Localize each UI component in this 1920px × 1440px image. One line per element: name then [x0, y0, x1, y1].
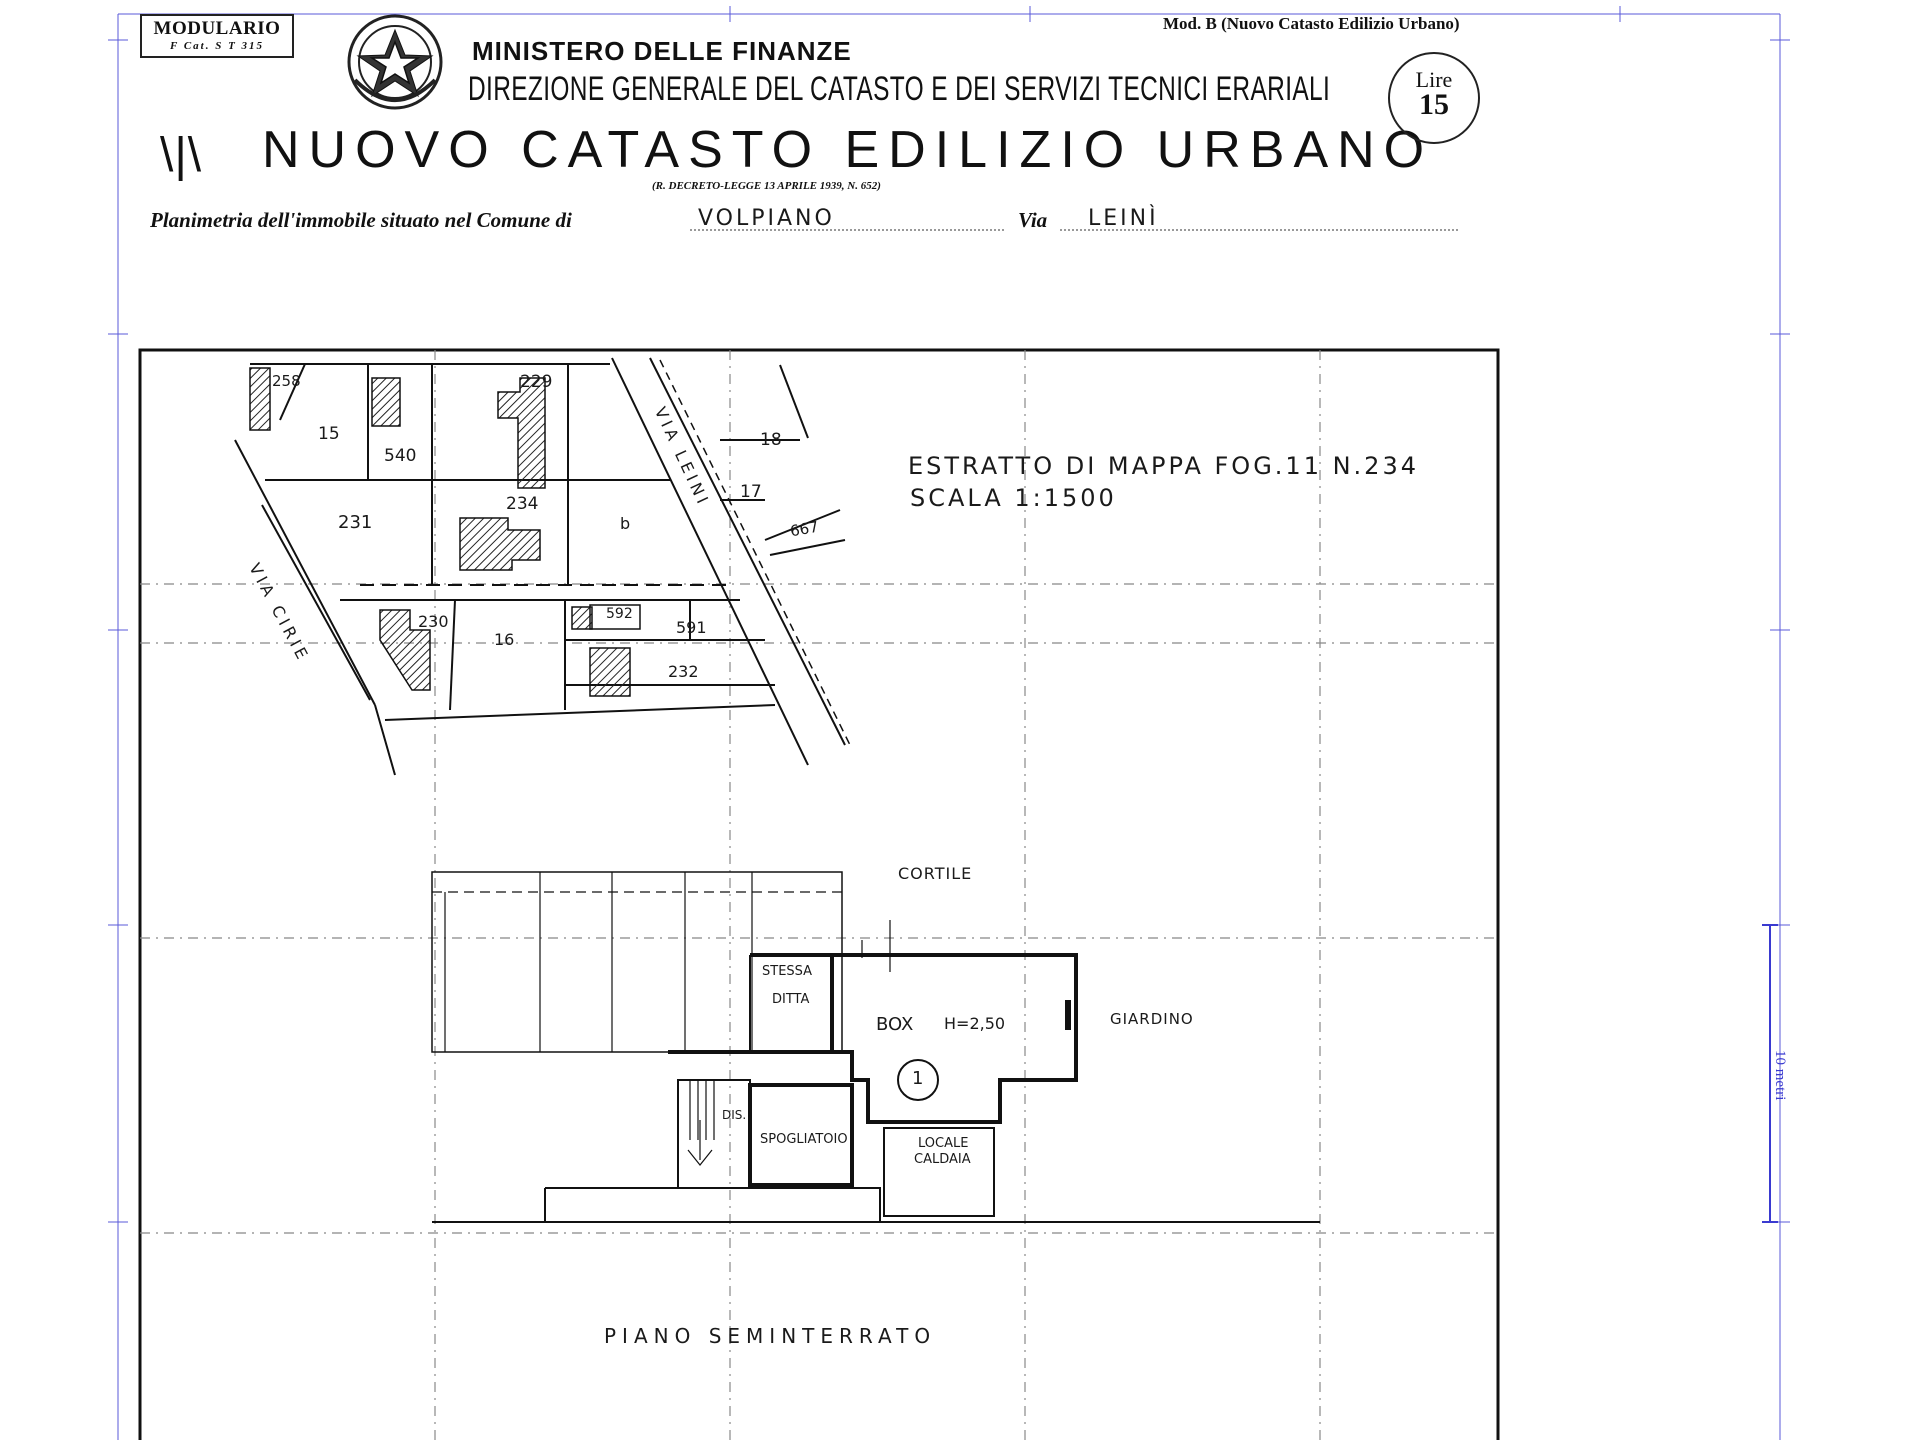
floor-name: PIANO SEMINTERRATO [604, 1324, 937, 1348]
parcel-label: 231 [338, 512, 373, 533]
modulario-title: MODULARIO [153, 18, 281, 39]
stessa-ditta-label: DITTA [772, 992, 810, 1007]
parcel-label: 234 [506, 494, 539, 514]
stessa-ditta-label: STESSA [762, 964, 813, 979]
drawing-frame [138, 348, 1500, 1440]
modulario-code: F Cat. S T 315 [169, 40, 265, 52]
map-extract-scale: SCALA 1:1500 [910, 484, 1117, 512]
document-title: NUOVO CATASTO EDILIZIO URBANO [262, 121, 1434, 179]
parcel-label: 258 [272, 372, 301, 390]
parcel-label: 540 [384, 446, 417, 466]
scale-bar-label: 10 metri [1772, 1050, 1788, 1101]
stamp-value: 15 [1419, 88, 1449, 121]
parcel-label: b [620, 514, 631, 533]
parcel-592-outline [589, 604, 641, 630]
guide-grid [140, 350, 1498, 1440]
parcel-label: 15 [318, 424, 340, 444]
ministry-name: MINISTERO DELLE FINANZE [472, 36, 852, 66]
tax-stamp: Lire 15 [1388, 52, 1480, 144]
parcel-label: 230 [418, 612, 449, 631]
parcel-label: 591 [676, 618, 707, 637]
title-prefix: \|\ [160, 129, 203, 182]
unit-number: 1 [912, 1068, 924, 1089]
box-height: H=2,50 [944, 1014, 1006, 1033]
disimpegno-label: DIS. [722, 1108, 747, 1122]
parcel-label: 16 [494, 630, 515, 649]
decree-reference: (R. DECRETO-LEGGE 13 APRILE 1939, N. 652… [652, 180, 881, 192]
model-reference: Mod. B (Nuovo Catasto Edilizio Urbano) [1163, 14, 1460, 33]
locale-caldaia-label: LOCALE [918, 1136, 969, 1151]
via-value: LEINÌ [1088, 206, 1159, 231]
scale-bar [1762, 924, 1778, 1223]
locale-caldaia-label: CALDAIA [914, 1152, 971, 1167]
map-buildings [249, 367, 631, 697]
parcel-label: 232 [668, 662, 699, 681]
planimetria-label: Planimetria dell'immobile situato nel Co… [150, 208, 572, 232]
floor-plan [431, 871, 1320, 1223]
map-extract [234, 357, 851, 776]
cortile-label: CORTILE [898, 864, 973, 883]
via-label: Via [1018, 208, 1048, 232]
giardino-label: GIARDINO [1110, 1010, 1194, 1028]
stamp-label: Lire [1415, 67, 1453, 92]
emblem [347, 14, 443, 110]
parcel-label: 18 [760, 430, 782, 450]
map-extract-title: ESTRATTO DI MAPPA FOG.11 N.234 [908, 452, 1419, 480]
spogliatoio-label: SPOGLIATOIO [760, 1132, 848, 1147]
box-label: BOX [876, 1014, 914, 1035]
comune-value: VOLPIANO [698, 206, 835, 231]
directorate-name: DIREZIONE GENERALE DEL CATASTO E DEI SER… [468, 70, 1331, 108]
parcel-label: 17 [740, 482, 762, 502]
parcel-label: 592 [606, 606, 633, 622]
parcel-label: 229 [520, 372, 553, 392]
modulario-box: MODULARIO F Cat. S T 315 [140, 14, 294, 58]
